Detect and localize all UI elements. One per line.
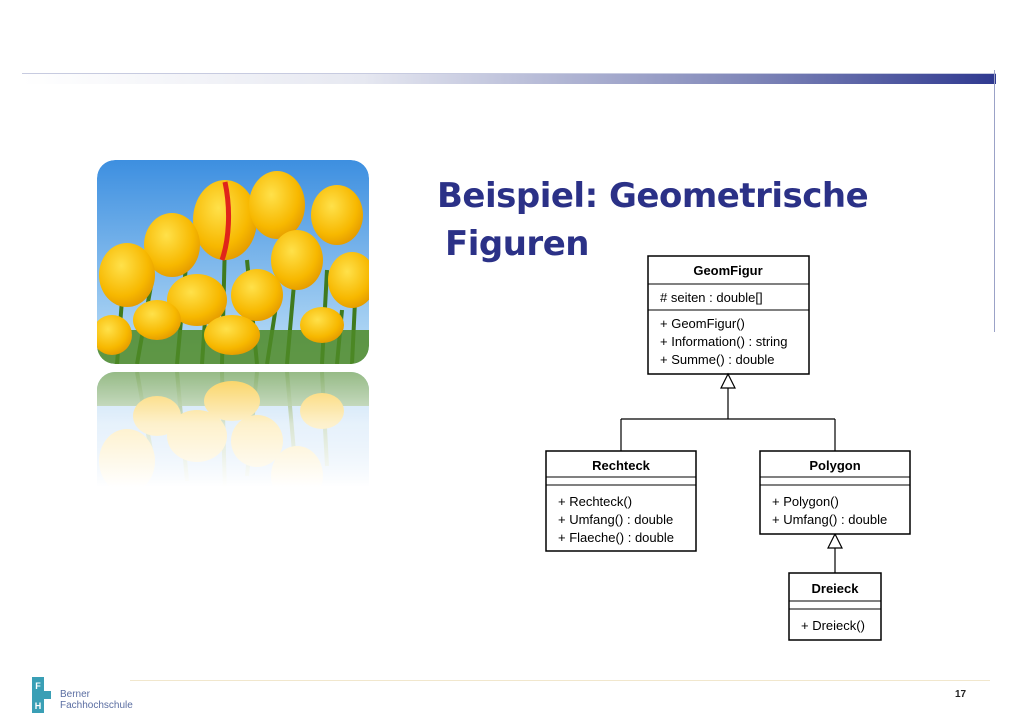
class-method: + Information() : string [660, 334, 788, 349]
inheritance-arrow [720, 372, 736, 389]
logo-name-line-2: Fachhochschule [60, 700, 133, 711]
class-name: Polygon [809, 458, 860, 473]
tulip-photo [97, 160, 369, 364]
logo-name-line-1: Berner [60, 689, 91, 700]
class-method: + Dreieck() [801, 618, 865, 633]
class-method: + Polygon() [772, 494, 839, 509]
bfh-logo-icon: F H [32, 677, 51, 713]
inheritance-lines [620, 388, 836, 573]
class-name: Dreieck [812, 581, 860, 596]
right-edge-rule [994, 70, 995, 332]
class-method: + Summe() : double [660, 352, 775, 367]
tulip-reflection [97, 372, 369, 487]
title-line-2: Figuren [445, 224, 589, 264]
footer-rule [130, 680, 990, 681]
logo-letter-f: F [35, 681, 41, 691]
class-name: Rechteck [592, 458, 651, 473]
class-method: + Flaeche() : double [558, 530, 674, 545]
class-method: + Umfang() : double [772, 512, 887, 527]
class-polygon: Polygon + Polygon() + Umfang() : double [759, 450, 911, 535]
class-rechteck: Rechteck + Rechteck() + Umfang() : doubl… [545, 450, 697, 552]
title-line-1: Beispiel: Geometrische [437, 176, 869, 216]
class-method: + Rechteck() [558, 494, 632, 509]
inheritance-arrow [827, 532, 843, 549]
class-name: GeomFigur [693, 263, 762, 278]
page-number: 17 [955, 689, 967, 700]
logo-wordmark: Berner Fachhochschule [60, 689, 133, 711]
class-geomfigur: GeomFigur # seiten : double[] + GeomFigu… [647, 255, 810, 375]
class-attribute: # seiten : double[] [660, 290, 763, 305]
tulip-image [97, 160, 369, 364]
logo-letter-h: H [35, 701, 42, 711]
class-method: + GeomFigur() [660, 316, 745, 331]
slide-title: Beispiel: Geometrische Figuren [437, 172, 917, 268]
class-method: + Umfang() : double [558, 512, 673, 527]
class-dreieck: Dreieck + Dreieck() [788, 572, 882, 641]
header-rule [22, 73, 996, 84]
